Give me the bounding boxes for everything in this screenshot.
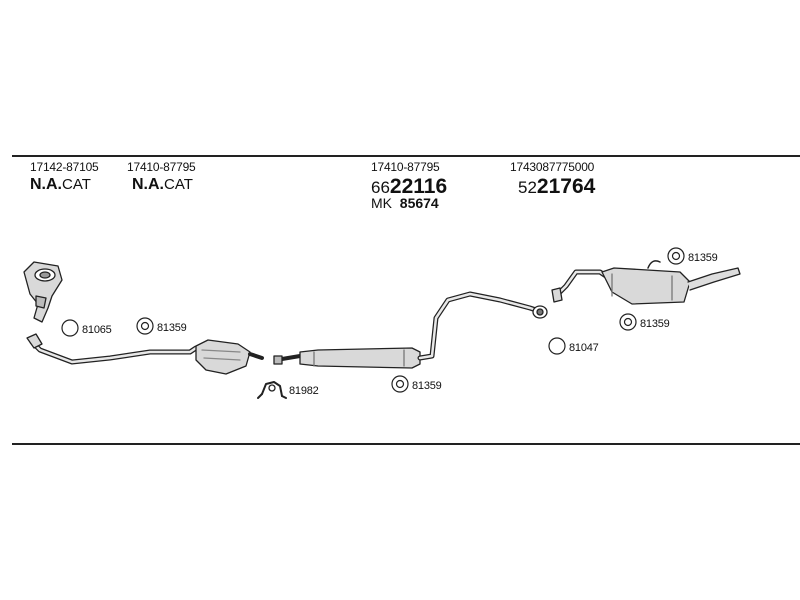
part-number-label-2: 17410-87795 <box>127 160 196 174</box>
mk-number: 85674 <box>399 195 439 211</box>
middle-silencer-part <box>273 291 548 369</box>
ref-label-81065: 81065 <box>82 324 112 336</box>
catalog-main-3: 22116 <box>389 175 448 198</box>
catalog-prefix-3: 66 <box>371 178 390 197</box>
ref-label-81982: 81982 <box>289 385 319 397</box>
catalog-main-4: 21764 <box>536 175 596 198</box>
mk-number-label: MK 85674 <box>371 195 439 211</box>
mk-prefix: MK <box>371 195 392 211</box>
na-cat-prefix-2: N.A. <box>132 176 164 193</box>
pipe-clamp-part <box>257 381 287 399</box>
na-cat-label-1: N.A.CAT <box>30 176 91 194</box>
top-divider-line <box>12 155 800 157</box>
nut-81359-icon-4 <box>619 313 637 331</box>
nut-81359-icon-2 <box>391 375 409 393</box>
front-manifold-part <box>23 261 63 323</box>
nut-81359-icon-1 <box>136 317 154 335</box>
ref-label-81359-rear-top: 81359 <box>688 252 718 264</box>
ref-label-81047: 81047 <box>569 342 599 354</box>
bottom-divider-line <box>12 443 800 445</box>
na-cat-label-2: N.A.CAT <box>132 176 193 194</box>
ring-81065-icon <box>61 319 79 337</box>
part-number-label-4: 1743087775000 <box>510 160 595 174</box>
ref-label-81359-front: 81359 <box>157 322 187 334</box>
catalog-number-label-4: 5221764 <box>518 175 595 199</box>
catalog-number-label-3: 6622116 <box>371 175 447 199</box>
part-number-label-3: 17410-87795 <box>371 160 440 174</box>
nut-81359-icon-3 <box>667 247 685 265</box>
catalog-prefix-4: 52 <box>518 178 537 197</box>
na-cat-suffix-2: CAT <box>164 176 193 193</box>
ref-label-81359-rear: 81359 <box>640 318 670 330</box>
na-cat-prefix-1: N.A. <box>30 176 62 193</box>
ring-81047-icon <box>548 337 566 355</box>
rear-silencer-part <box>551 260 741 305</box>
ref-label-81359-middle: 81359 <box>412 380 442 392</box>
part-number-label-1: 17142-87105 <box>30 160 99 174</box>
front-pipe-catalyst-part <box>26 333 264 375</box>
na-cat-suffix-1: CAT <box>62 176 91 193</box>
